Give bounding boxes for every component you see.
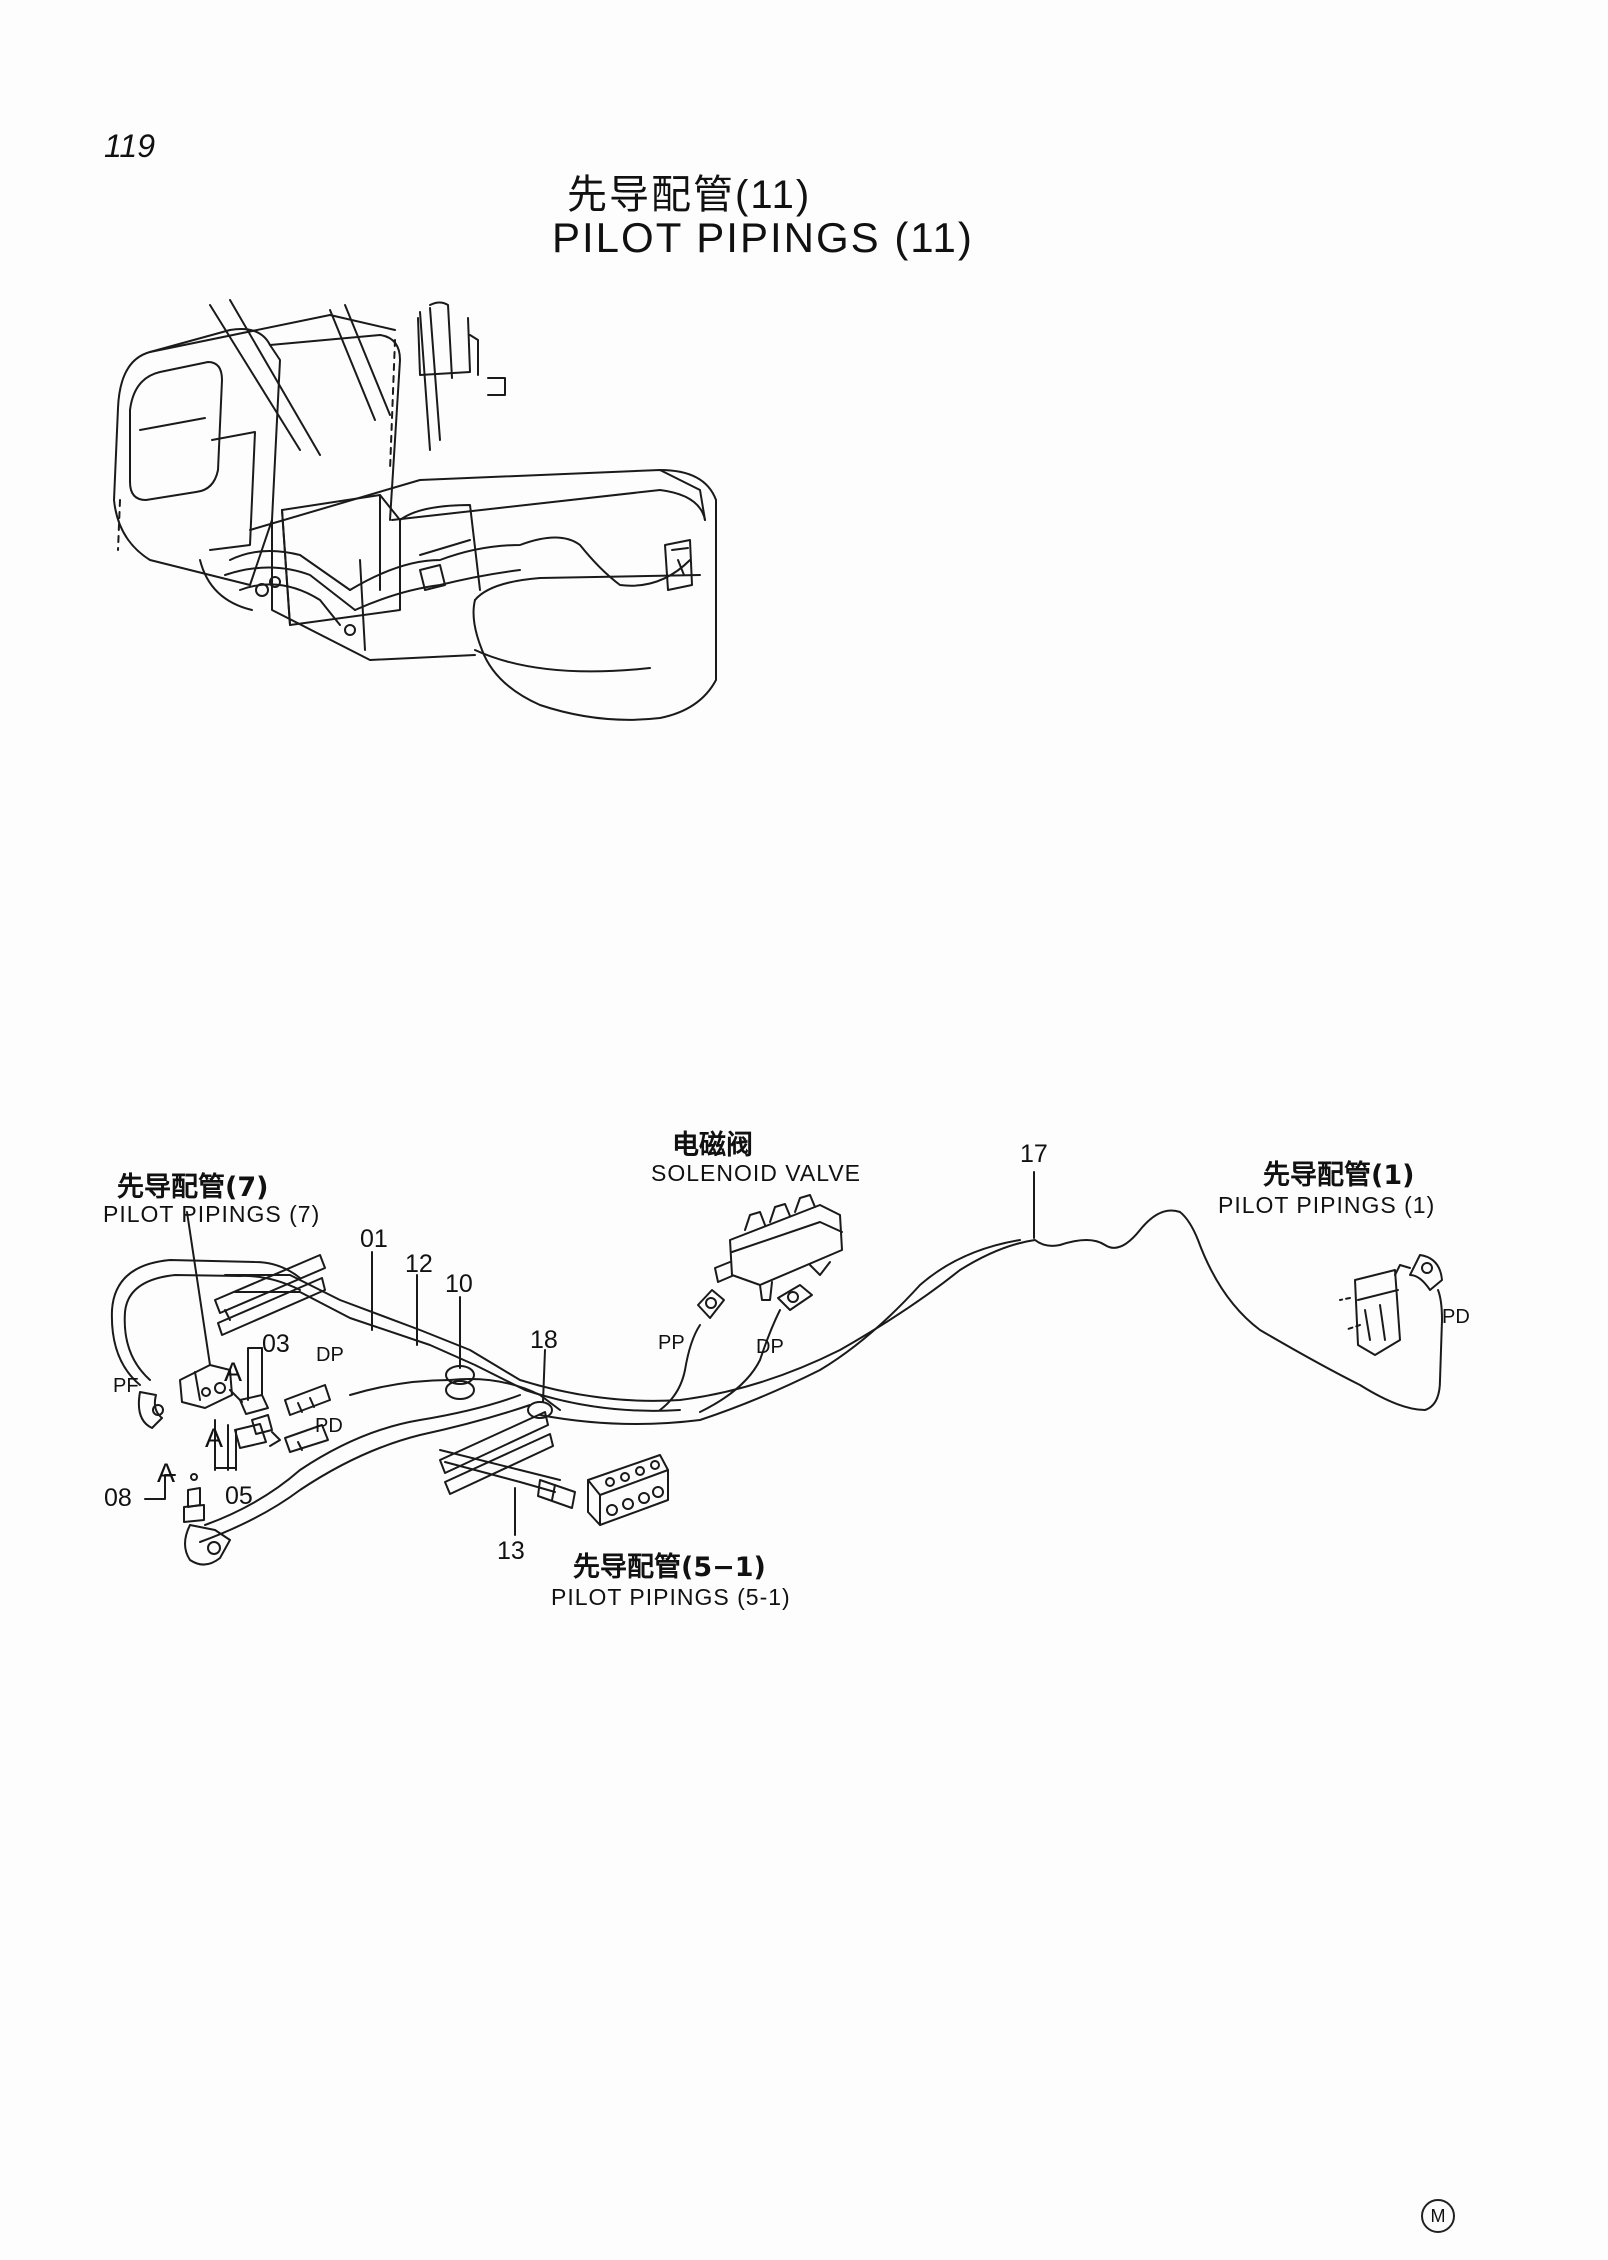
part-number-17: 17 <box>1020 1140 1048 1168</box>
manufacturer-mark: M <box>1421 2199 1455 2233</box>
port-label-pd-right: PD <box>1442 1306 1470 1328</box>
part-number-05: 05 <box>225 1482 253 1510</box>
solenoid-valve-label-cn: 电磁阀 <box>672 1130 753 1161</box>
port-label-dp-left: DP <box>316 1344 344 1366</box>
part-number-10: 10 <box>445 1270 473 1298</box>
pilot-pipings-1-label-cn: 先导配管(1) <box>1263 1160 1415 1191</box>
pilot-piping-diagram <box>110 1171 1443 1566</box>
port-label-pf: PF <box>113 1375 139 1397</box>
detail-a-marker-lower: A <box>157 1458 176 1488</box>
pilot-pipings-7-label-en: PILOT PIPINGS (7) <box>103 1201 321 1227</box>
part-number-18: 18 <box>530 1326 558 1354</box>
part-number-03: 03 <box>262 1330 290 1358</box>
pilot-pipings-5-1-label-cn: 先导配管(5−1) <box>573 1552 766 1583</box>
pilot-pipings-1-label-en: PILOT PIPINGS (1) <box>1218 1192 1436 1218</box>
page-number: 119 <box>104 128 156 164</box>
part-number-08: 08 <box>104 1484 132 1512</box>
pilot-pipings-5-1-label-en: PILOT PIPINGS (5-1) <box>551 1584 791 1610</box>
page-title-chinese: 先导配管(11) <box>567 173 812 217</box>
port-label-pd-left: PD <box>315 1415 343 1437</box>
port-label-dp-right: DP <box>756 1336 784 1358</box>
part-number-12: 12 <box>405 1250 433 1278</box>
solenoid-valve-label-en: SOLENOID VALVE <box>651 1160 861 1186</box>
detail-a-marker-upper: A <box>224 1357 243 1387</box>
pilot-pipings-7-label-cn: 先导配管(7) <box>117 1172 269 1203</box>
excavator-overview-illustration <box>113 299 717 721</box>
detail-a-marker-middle: A <box>205 1423 224 1453</box>
part-number-01: 01 <box>360 1225 388 1253</box>
port-label-pp: PP <box>658 1332 685 1354</box>
page-title-english: PILOT PIPINGS (11) <box>552 214 974 261</box>
part-number-13: 13 <box>497 1537 525 1565</box>
